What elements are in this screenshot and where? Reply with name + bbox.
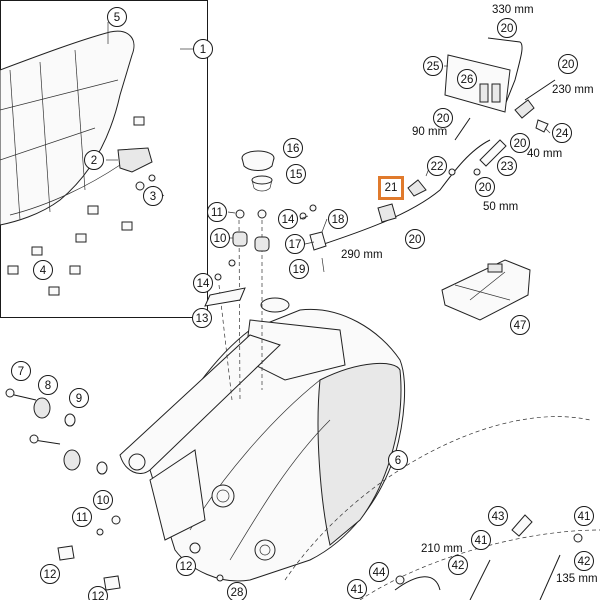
callout-16: 16: [283, 138, 303, 158]
fuel-tank-part: [149, 297, 406, 582]
callout-6: 6: [388, 450, 408, 470]
callout-44: 44: [369, 562, 389, 582]
callout-20: 20: [510, 133, 530, 153]
callout-42: 42: [448, 555, 468, 575]
callout-2: 2: [84, 150, 104, 170]
vent-hoses: [454, 37, 556, 176]
callout-11: 11: [207, 202, 227, 222]
callout-41: 41: [347, 579, 367, 599]
dimension-label: 50 mm: [483, 201, 519, 213]
callout-22: 22: [427, 156, 447, 176]
callout-17: 17: [285, 234, 305, 254]
callout-10: 10: [93, 490, 113, 510]
callout-19: 19: [289, 259, 309, 279]
bracket-part: [441, 259, 531, 321]
dimension-label: 290 mm: [341, 249, 383, 261]
callout-14: 14: [278, 209, 298, 229]
callout-20: 20: [558, 54, 578, 74]
dimension-label: 135 mm: [556, 573, 598, 585]
callout-43: 43: [488, 506, 508, 526]
left-fasteners: [5, 388, 224, 591]
bolt-column: [204, 204, 317, 401]
vent-holder-plate: [444, 54, 511, 113]
callout-23: 23: [497, 156, 517, 176]
callout-41: 41: [471, 530, 491, 550]
callout-28: 28: [227, 582, 247, 600]
dimension-label: 90 mm: [412, 126, 448, 138]
callout-20: 20: [433, 108, 453, 128]
callout-8: 8: [38, 375, 58, 395]
fuel-hoses: [284, 416, 600, 600]
callout-20: 20: [405, 229, 425, 249]
seat-part: [0, 22, 135, 226]
callout-26: 26: [457, 69, 477, 89]
dimension-label: 330 mm: [492, 4, 534, 16]
callout-12: 12: [88, 586, 108, 600]
callout-11: 11: [72, 507, 92, 527]
callout-9: 9: [69, 388, 89, 408]
callout-7: 7: [11, 361, 31, 381]
callout-25: 25: [423, 56, 443, 76]
callout-20: 20: [475, 177, 495, 197]
seat-lock-part: [9, 147, 156, 216]
callout-21: 21: [378, 176, 404, 200]
callout-20: 20: [497, 18, 517, 38]
dimension-label: 40 mm: [527, 148, 563, 160]
callout-47: 47: [510, 315, 530, 335]
seat-clips: [7, 116, 145, 296]
callout-15: 15: [286, 164, 306, 184]
callout-13: 13: [192, 308, 212, 328]
callout-12: 12: [40, 564, 60, 584]
breather-hose: [309, 139, 491, 273]
callout-18: 18: [328, 209, 348, 229]
fuel-cap-part: [241, 150, 275, 192]
callout-41: 41: [574, 506, 594, 526]
callout-3: 3: [143, 186, 163, 206]
callout-42: 42: [574, 551, 594, 571]
callout-4: 4: [33, 260, 53, 280]
dimension-label: 230 mm: [552, 84, 594, 96]
dimension-label: 210 mm: [421, 543, 463, 555]
callout-1: 1: [193, 39, 213, 59]
callout-14: 14: [193, 273, 213, 293]
callout-10: 10: [210, 228, 230, 248]
callout-12: 12: [176, 556, 196, 576]
callout-24: 24: [552, 123, 572, 143]
callout-5: 5: [107, 7, 127, 27]
